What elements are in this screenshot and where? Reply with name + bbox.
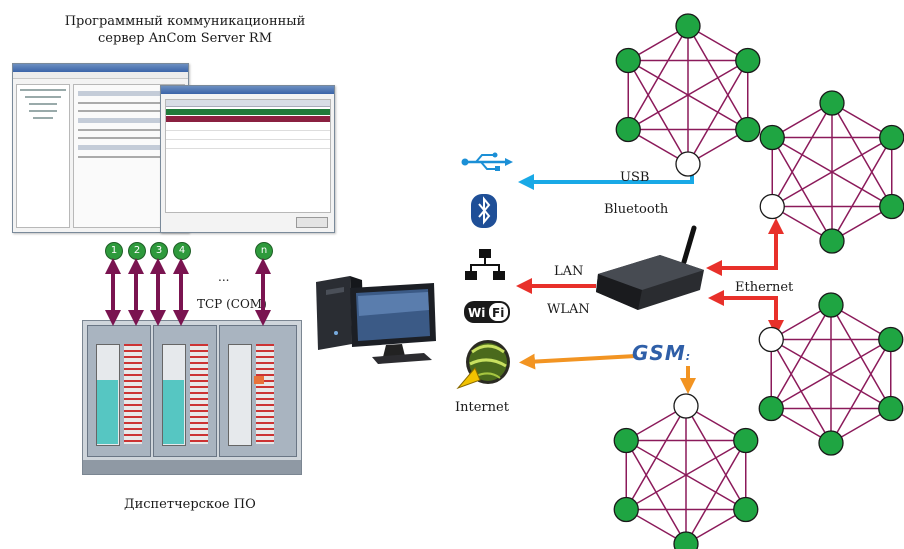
- dispatcher-statusbar: [83, 460, 301, 474]
- mesh-gateway-node: [673, 393, 699, 419]
- mesh-node: [733, 427, 759, 454]
- mesh-network-2: [759, 90, 904, 254]
- mesh-network-4: [613, 393, 759, 549]
- usb-label: USB: [620, 170, 650, 185]
- mesh-gateway-node: [759, 193, 785, 220]
- mesh-node: [613, 427, 639, 454]
- mesh-link: [771, 137, 833, 242]
- mesh-networks: [613, 13, 904, 549]
- dispatcher-label: Диспетчерское ПО: [124, 497, 256, 512]
- tank-panel-3: [219, 325, 297, 457]
- mesh-link: [770, 338, 892, 410]
- channel-badge-4: 4: [173, 242, 191, 260]
- server-title-line2: сервер AnCom Server RM: [97, 31, 273, 46]
- channel-ellipsis: ...: [218, 270, 230, 284]
- mesh-node: [735, 116, 761, 143]
- mesh-node: [818, 292, 844, 318]
- mesh-link: [771, 136, 893, 208]
- mesh-link: [625, 439, 747, 511]
- usb-arrow: [518, 160, 694, 190]
- mesh-node: [878, 395, 904, 422]
- mesh-node: [673, 531, 699, 549]
- mesh-gateway-node: [758, 326, 784, 353]
- router-icon: [596, 225, 704, 310]
- svg-text:Wi: Wi: [468, 306, 485, 320]
- mesh-node: [615, 47, 641, 74]
- computer-icon: [316, 276, 436, 364]
- lan-icon: [465, 249, 505, 280]
- dispatcher-screenshot: [82, 320, 302, 475]
- internet-globe-icon: [456, 340, 510, 390]
- tank-panel-2: [153, 325, 217, 457]
- mesh-gateway-node: [675, 151, 701, 177]
- mesh-network-1: [615, 13, 761, 177]
- tcp-com-label: TCP (COM): [197, 297, 267, 311]
- gsm-logo: GSM:: [632, 341, 692, 365]
- mesh-node: [759, 124, 785, 151]
- mesh-node: [675, 13, 701, 39]
- channel-badge-2: 2: [128, 242, 146, 260]
- tank-panel-1: [87, 325, 151, 457]
- channel-arrows: [105, 258, 271, 326]
- mesh-node: [819, 228, 845, 254]
- lan-label: LAN: [554, 264, 584, 279]
- mesh-link: [625, 440, 687, 545]
- mesh-node: [818, 430, 844, 456]
- ethernet-arrow-down: [708, 290, 784, 336]
- mesh-link: [627, 60, 689, 165]
- ethernet-arrow-up: [706, 218, 784, 276]
- mesh-node: [735, 47, 761, 74]
- bluetooth-icon: [471, 194, 497, 228]
- mesh-network-3: [758, 292, 904, 456]
- wifi-icon: Wi Fi: [464, 301, 510, 323]
- mesh-node: [733, 496, 759, 523]
- mesh-node: [819, 90, 845, 116]
- wlan-label: WLAN: [547, 302, 590, 317]
- server-tree-panel: [16, 84, 70, 228]
- svg-text:Fi: Fi: [492, 306, 504, 320]
- usb-icon: [461, 152, 513, 171]
- mesh-node: [879, 193, 904, 220]
- ethernet-label: Ethernet: [735, 280, 794, 295]
- bluetooth-label: Bluetooth: [604, 202, 669, 217]
- server-title: Программный коммуникационный сервер AnCo…: [40, 13, 330, 47]
- mesh-node: [615, 116, 641, 143]
- connections-table: [165, 99, 331, 213]
- mesh-link: [627, 59, 749, 131]
- mesh-node: [878, 326, 904, 353]
- mesh-node: [758, 395, 784, 422]
- mesh-link: [770, 339, 832, 444]
- close-button[interactable]: [296, 217, 328, 228]
- internet-label: Internet: [455, 400, 509, 415]
- mesh-node: [613, 496, 639, 523]
- gsm-internet-arrow: [519, 353, 637, 370]
- server-title-line1: Программный коммуникационный: [64, 14, 306, 29]
- server-window-connections: [160, 85, 335, 233]
- mesh-node: [879, 124, 904, 151]
